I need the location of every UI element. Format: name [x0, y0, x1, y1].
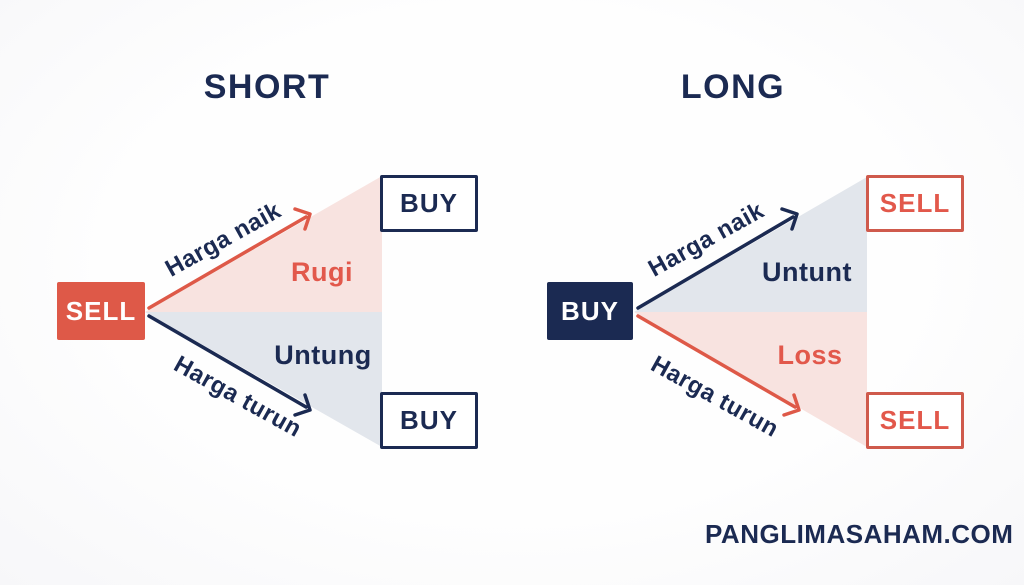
long-profit-outcome-label: Untunt: [762, 257, 852, 287]
long-profit-region: [634, 177, 867, 312]
short-price-up-arrow: [147, 207, 312, 310]
watermark-site-name: PANGLIMASAHAM.COM: [705, 519, 1014, 549]
long-loss-outcome-label: Loss: [777, 340, 843, 370]
short-loss-region: [145, 176, 382, 312]
short-exit-buy-top-box: BUY: [380, 175, 478, 232]
short-profit-outcome-label: Untung: [274, 340, 372, 370]
short-loss-outcome-label: Rugi: [291, 257, 353, 287]
short-exit-buy-bottom-box: BUY: [380, 392, 478, 449]
short-price-down-arrow: [147, 314, 312, 417]
long-entry-buy-box: BUY: [547, 282, 633, 340]
short-entry-sell-box: SELL: [57, 282, 145, 340]
short-title: SHORT: [203, 68, 331, 106]
long-price-up-arrow: [636, 207, 799, 310]
long-exit-sell-bottom-box: SELL: [866, 392, 964, 449]
short-profit-region: [145, 312, 382, 447]
long-title: LONG: [680, 68, 786, 106]
long-price-down-arrow: [636, 314, 801, 417]
long-exit-sell-top-box: SELL: [866, 175, 964, 232]
